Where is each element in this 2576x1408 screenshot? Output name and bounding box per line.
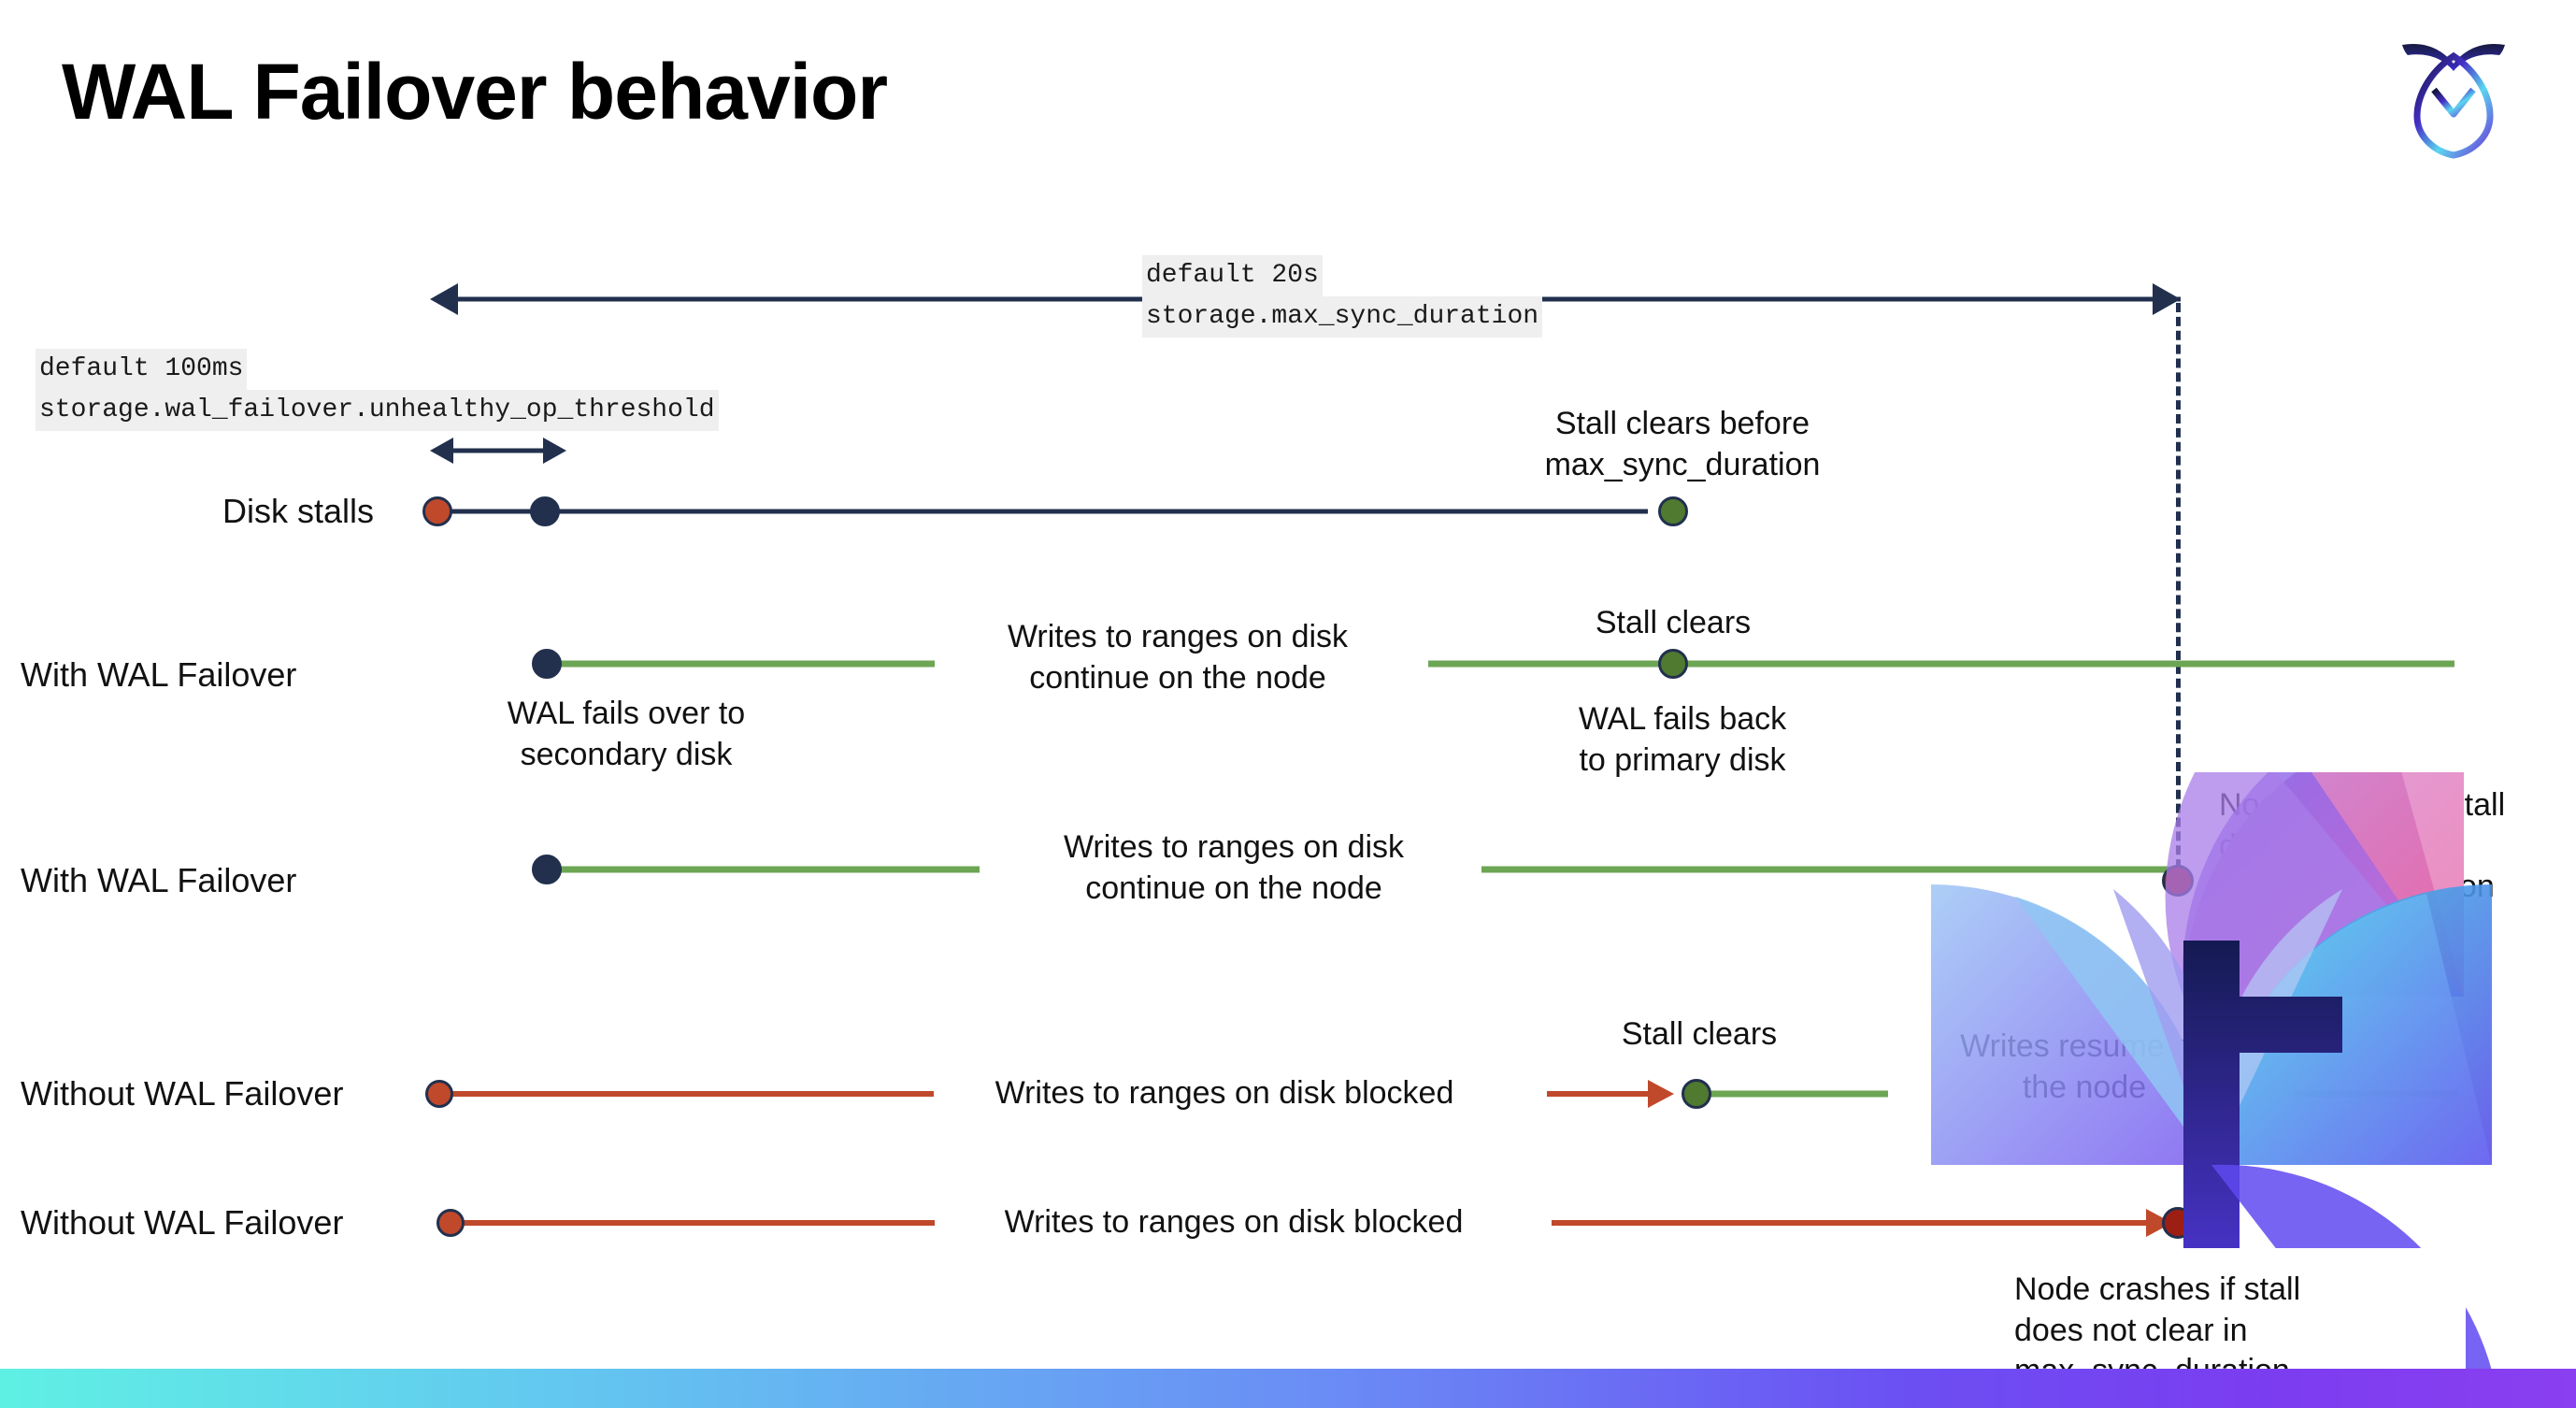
without-failover-1-resume-segment-b	[2294, 1090, 2458, 1098]
max-sync-arrow-left-head	[430, 283, 458, 315]
unhealthy-name-chip: storage.wal_failover.unhealthy_op_thresh…	[36, 390, 719, 431]
with-failover-2-segment-b	[1481, 866, 2184, 873]
with-failover-1-segment-a	[550, 660, 935, 668]
annotation-wal-fails-over: WAL fails over to secondary disk	[507, 696, 746, 772]
without-failover-2-start-dot	[436, 1209, 465, 1237]
annotation-wal-fails-back: WAL fails back to primary disk	[1578, 701, 1787, 778]
with-failover-1-segment-b	[1428, 660, 2454, 668]
without-failover-1-resume-segment-a	[1692, 1090, 1888, 1098]
disk-stall-clears-dot	[1658, 496, 1688, 526]
annotation-writes-continue-row3: Writes to ranges on disk continue on the…	[1063, 829, 1405, 906]
disk-stalls-timeline	[437, 509, 1648, 514]
row-label-without-wal-failover-1: Without WAL Failover	[21, 1074, 344, 1113]
bottom-gradient-bar	[0, 1369, 2576, 1408]
with-failover-1-stall-clears-dot	[1658, 649, 1688, 679]
without-failover-1-blocked-segment-a	[441, 1091, 934, 1097]
annotation-stall-clears-row4: Stall clears	[1621, 1016, 1778, 1052]
annotation-writes-blocked-row4: Writes to ranges on disk blocked	[995, 1075, 1454, 1111]
disk-stall-start-dot	[422, 496, 452, 526]
annotation-stall-clears-before: Stall clears before max_sync_duration	[1544, 406, 1821, 482]
without-failover-1-blocked-segment-b	[1547, 1091, 1650, 1097]
row-label-without-wal-failover-2: Without WAL Failover	[21, 1203, 344, 1242]
unhealthy-default-chip: default 100ms	[36, 349, 248, 390]
wal-failover-trigger-dot	[530, 496, 560, 526]
annotation-stall-clears-row2: Stall clears	[1595, 605, 1752, 640]
annotation-writes-blocked-row5: Writes to ranges on disk blocked	[1004, 1204, 1464, 1240]
without-failover-2-blocked-segment-a	[452, 1220, 935, 1226]
without-failover-2-blocked-segment-b	[1552, 1220, 2168, 1226]
without-failover-2-node-crash-dot	[2162, 1207, 2194, 1239]
row-label-disk-stalls: Disk stalls	[222, 492, 375, 530]
without-failover-1-stall-clears-dot	[1682, 1079, 1711, 1109]
unhealthy-arrow-line	[451, 448, 545, 453]
annotation-writes-continue-row2: Writes to ranges on disk continue on the…	[1007, 619, 1349, 696]
unhealthy-arrow-right-head	[543, 438, 566, 464]
with-failover-2-node-crash-dot	[2162, 865, 2194, 897]
with-failover-1-start-dot	[532, 649, 562, 679]
max-sync-name-chip: storage.max_sync_duration	[1142, 296, 1543, 338]
cockroachdb-logo	[2393, 28, 2514, 159]
annotation-node-crashes-row3: Node crashes if stall does not clear in …	[2219, 787, 2506, 905]
with-failover-2-start-dot	[532, 855, 562, 884]
with-failover-2-segment-a	[550, 866, 980, 873]
max-sync-default-chip: default 20s	[1142, 255, 1323, 296]
row-label-with-wal-failover-2: With WAL Failover	[21, 861, 297, 899]
without-failover-1-start-dot	[425, 1080, 453, 1108]
row-label-with-wal-failover-1: With WAL Failover	[21, 655, 297, 694]
without-failover-1-arrow-head	[1648, 1080, 1674, 1108]
annotation-writes-resume: Writes resume on the node	[1960, 1028, 2209, 1105]
unhealthy-arrow-left-head	[430, 438, 453, 464]
page-title: WAL Failover behavior	[62, 48, 888, 136]
max-sync-deadline-dashed-line	[2176, 303, 2181, 883]
